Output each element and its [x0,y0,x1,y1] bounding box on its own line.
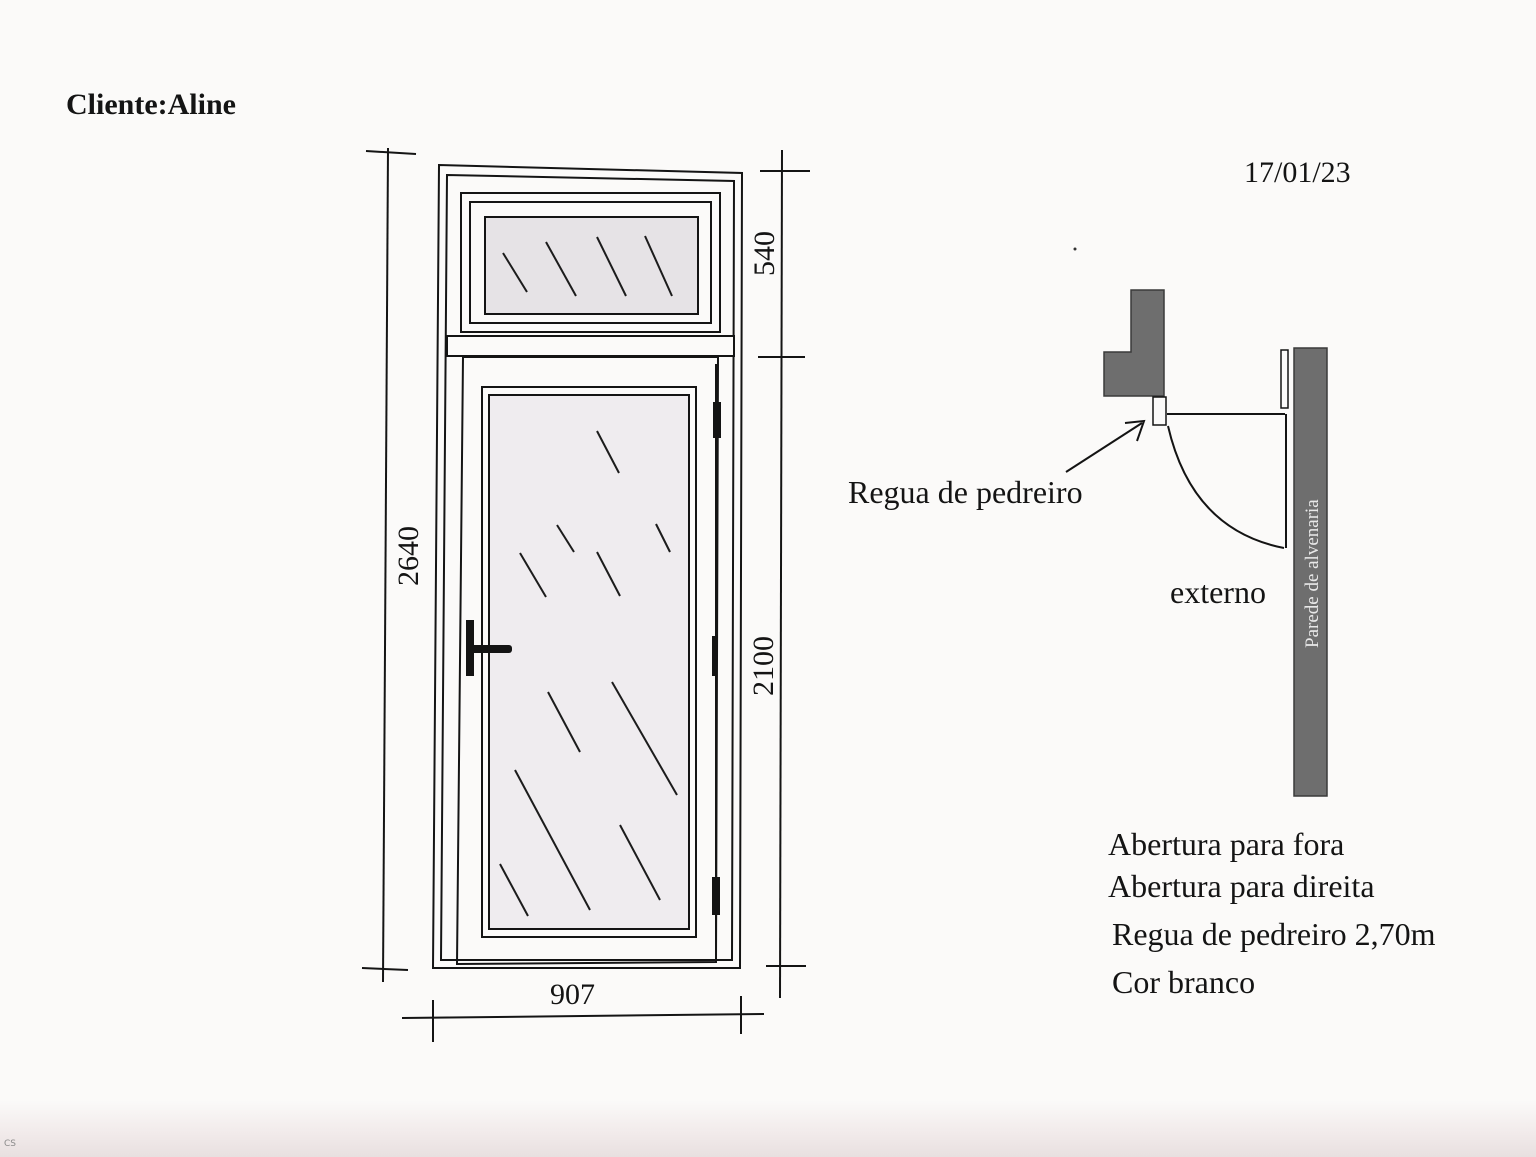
note-opening-outward: Abertura para fora [1108,826,1345,862]
frame-stop-right [1280,349,1289,409]
client-name: Cliente:Aline [66,88,236,121]
dim-total-height-text: 2640 [392,526,425,586]
dimension-line-transom [758,149,810,999]
note-color: Cor branco [1112,964,1256,1000]
drawing-date: 17/01/23 [1244,156,1351,189]
outer-frame [431,163,744,969]
dimension-line-width [401,996,765,1042]
door-leaf [455,356,720,966]
hinge-bottom [712,877,720,915]
door-swing-arc [1167,425,1285,549]
inner-frame [439,173,736,961]
pointer-arrow [1065,422,1143,473]
arrow-head [1124,419,1146,442]
dimension-line-total-height [361,147,417,983]
dim-width-text: 907 [550,978,595,1011]
handle-lever [466,645,512,653]
hardware [466,402,721,915]
note-opening-right: Abertura para direita [1108,868,1375,904]
lock-plate [712,636,717,676]
regua-label: Regua de pedreiro [848,474,1083,510]
door-glass [488,394,690,930]
transom-sash-inner [469,201,712,324]
door-sash [481,386,697,938]
scan-bottom-edge [0,1100,1536,1157]
dim-door-height-text: 2100 [747,636,780,696]
regua-piece [1152,396,1167,426]
transom-glass [484,216,699,315]
wall-label: Parede de alvenaria [1302,499,1323,648]
glass-hatch [499,235,678,917]
note-regua-length: Regua de pedreiro 2,70m [1112,916,1436,952]
scanner-logo: CS [4,1139,16,1149]
dim-transom-text: 540 [748,231,781,276]
transom-sash [460,192,721,333]
masonry-wall [1293,347,1328,797]
speck [1073,247,1077,251]
externo-label: externo [1170,574,1266,610]
hinge-top [713,402,721,438]
masonry-jamb [1103,289,1165,397]
